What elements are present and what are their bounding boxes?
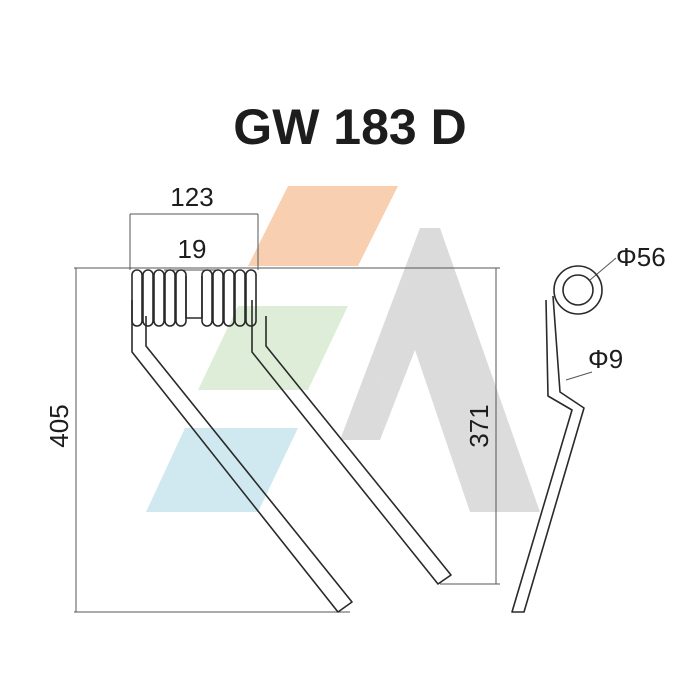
part-title: GW 183 D xyxy=(233,99,467,155)
side-view-tine xyxy=(511,265,603,613)
dim-wire-diameter: Φ9 xyxy=(588,344,623,374)
right-coil xyxy=(201,269,257,327)
right-leg xyxy=(251,300,452,585)
dim-inner-gap: 19 xyxy=(178,234,207,264)
watermark-grey-shape xyxy=(340,228,540,512)
dimension-lines xyxy=(74,213,617,613)
left-leg xyxy=(131,300,353,613)
watermark-blue-shape xyxy=(146,428,298,512)
watermark-logo xyxy=(146,186,540,512)
watermark-orange-shape xyxy=(248,186,398,266)
dim-coil-diameter: Φ56 xyxy=(616,242,666,272)
dim-total-height: 405 xyxy=(44,404,74,447)
front-view-tine xyxy=(131,269,452,613)
dim-leg-height: 371 xyxy=(464,404,494,447)
watermark-green-shape xyxy=(198,306,348,390)
dim-overall-width: 123 xyxy=(170,182,213,212)
left-coil xyxy=(131,269,187,327)
